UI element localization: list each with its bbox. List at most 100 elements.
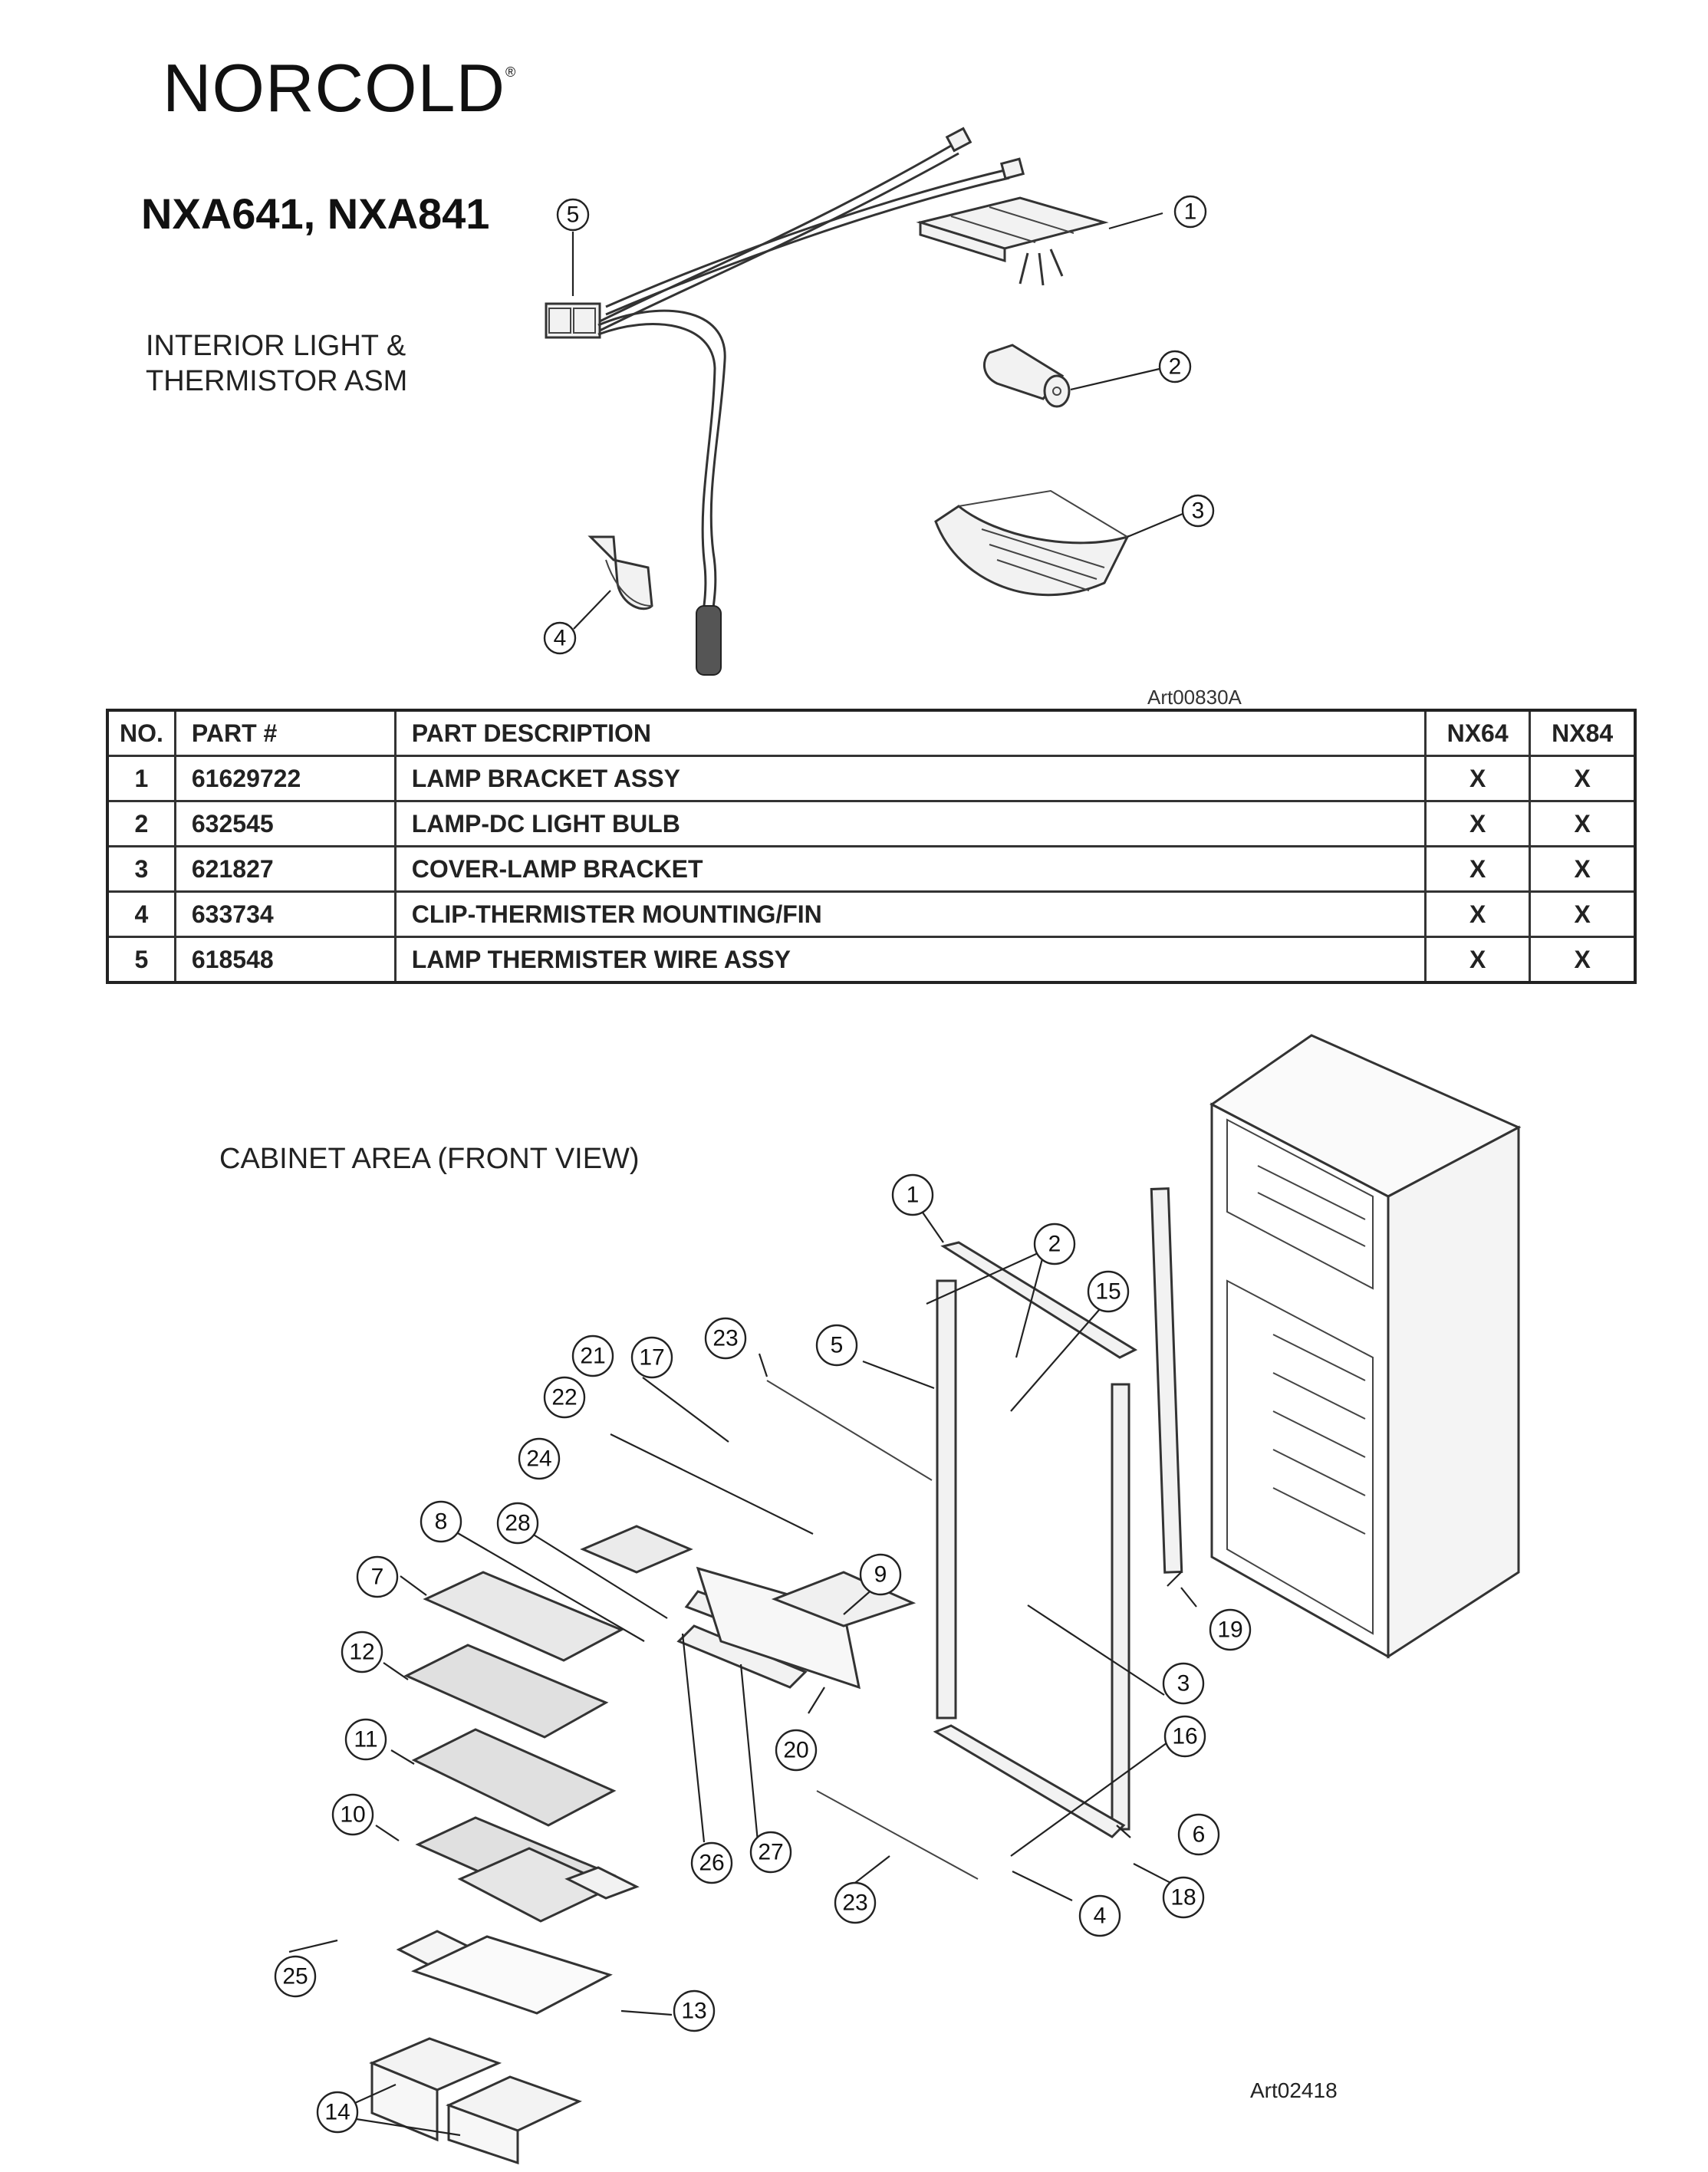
svg-text:14: 14 xyxy=(324,2100,350,2125)
art-id-interior-light: Art00830A xyxy=(1147,686,1242,709)
row-no: 1 xyxy=(106,755,176,802)
callout-18: 18 xyxy=(1162,1876,1205,1919)
callout-3: 3 xyxy=(1181,494,1215,528)
svg-text:2: 2 xyxy=(1169,354,1182,380)
callout-8: 8 xyxy=(420,1500,462,1543)
section-title-line-1: INTERIOR LIGHT & xyxy=(146,330,406,362)
callout-7: 7 xyxy=(356,1555,399,1598)
callout-6: 6 xyxy=(1177,1813,1220,1856)
callout-23-top: 23 xyxy=(704,1317,747,1360)
svg-text:9: 9 xyxy=(874,1562,887,1588)
callout-4: 4 xyxy=(543,621,577,655)
svg-text:3: 3 xyxy=(1192,499,1205,524)
callout-1: 1 xyxy=(891,1173,934,1216)
row-nx64: X xyxy=(1423,890,1532,938)
svg-text:12: 12 xyxy=(349,1640,374,1665)
thermistor-clip-drawing xyxy=(587,535,653,610)
svg-text:1: 1 xyxy=(907,1183,920,1208)
door-frame-parts xyxy=(766,1187,1183,1880)
row-nx84: X xyxy=(1529,755,1637,802)
callout-3: 3 xyxy=(1162,1662,1205,1705)
row-nx64: X xyxy=(1423,936,1532,984)
row-no: 4 xyxy=(106,890,176,938)
svg-text:1: 1 xyxy=(1184,199,1197,225)
lamp-cover-drawing xyxy=(934,489,1130,597)
shelves-drawing xyxy=(369,1525,917,2165)
svg-text:18: 18 xyxy=(1170,1885,1196,1910)
svg-text:11: 11 xyxy=(354,1727,377,1752)
row-description: LAMP THERMISTER WIRE ASSY xyxy=(393,936,1427,984)
svg-text:23: 23 xyxy=(842,1891,867,1916)
row-nx84: X xyxy=(1529,936,1637,984)
cabinet-drawing xyxy=(1209,1034,1522,1659)
callout-4: 4 xyxy=(1078,1894,1121,1937)
svg-text:16: 16 xyxy=(1172,1724,1197,1749)
svg-text:27: 27 xyxy=(758,1840,783,1865)
row-part-number: 632545 xyxy=(173,800,397,847)
callout-23-bottom: 23 xyxy=(834,1881,877,1924)
callout-27: 27 xyxy=(749,1831,792,1874)
header-no: NO. xyxy=(106,709,176,757)
row-nx84: X xyxy=(1529,890,1637,938)
header-part-number: PART # xyxy=(173,709,397,757)
section-title-interior-light: INTERIOR LIGHT & THERMISTOR ASM xyxy=(146,328,407,399)
svg-text:17: 17 xyxy=(639,1345,664,1371)
svg-text:22: 22 xyxy=(551,1385,577,1410)
callout-10: 10 xyxy=(331,1793,374,1836)
header-description: PART DESCRIPTION xyxy=(393,709,1427,757)
callout-15: 15 xyxy=(1087,1270,1130,1313)
wire-harness-drawing xyxy=(545,127,1025,676)
row-no: 5 xyxy=(106,936,176,984)
section-title-line-2: THERMISTOR ASM xyxy=(146,365,408,397)
callout-5: 5 xyxy=(556,198,590,232)
art-id-cabinet-area: Art02418 xyxy=(1250,2078,1338,2102)
row-part-number: 633734 xyxy=(173,890,397,938)
table-row: 4 633734 CLIP-THERMISTER MOUNTING/FIN X … xyxy=(106,890,1637,938)
row-nx84: X xyxy=(1529,800,1637,847)
svg-text:2: 2 xyxy=(1048,1232,1061,1257)
row-part-number: 618548 xyxy=(173,936,397,984)
callout-14: 14 xyxy=(316,2091,359,2134)
callout-1: 1 xyxy=(1173,195,1207,229)
table-header-row: NO. PART # PART DESCRIPTION NX64 NX84 xyxy=(106,709,1637,757)
svg-text:5: 5 xyxy=(567,202,580,228)
row-description: CLIP-THERMISTER MOUNTING/FIN xyxy=(393,890,1427,938)
model-numbers: NXA641, NXA841 xyxy=(141,189,490,238)
svg-text:10: 10 xyxy=(340,1802,365,1828)
callout-11: 11 xyxy=(344,1718,387,1761)
callout-13: 13 xyxy=(673,1989,716,2032)
table-row: 5 618548 LAMP THERMISTER WIRE ASSY X X xyxy=(106,936,1637,984)
callout-26: 26 xyxy=(690,1841,733,1884)
callout-19: 19 xyxy=(1209,1608,1252,1651)
svg-text:24: 24 xyxy=(526,1446,551,1472)
callout-25: 25 xyxy=(274,1955,317,1998)
row-nx64: X xyxy=(1423,800,1532,847)
row-part-number: 621827 xyxy=(173,845,397,893)
section-title-cabinet-area: CABINET AREA (FRONT VIEW) xyxy=(219,1143,640,1175)
interior-light-diagram: 1 2 3 4 5 xyxy=(543,127,1215,676)
table-row: 2 632545 LAMP-DC LIGHT BULB X X xyxy=(106,800,1637,847)
row-description: LAMP BRACKET ASSY xyxy=(393,755,1427,802)
svg-text:4: 4 xyxy=(1094,1904,1107,1929)
row-description: LAMP-DC LIGHT BULB xyxy=(393,800,1427,847)
svg-text:21: 21 xyxy=(580,1344,605,1369)
svg-text:15: 15 xyxy=(1095,1279,1121,1305)
svg-text:8: 8 xyxy=(435,1509,448,1535)
callout-16: 16 xyxy=(1163,1715,1206,1758)
header-nx84: NX84 xyxy=(1529,709,1637,757)
svg-text:6: 6 xyxy=(1193,1822,1206,1848)
row-part-number: 61629722 xyxy=(173,755,397,802)
table-row: 1 61629722 LAMP BRACKET ASSY X X xyxy=(106,755,1637,802)
row-nx64: X xyxy=(1423,755,1532,802)
callout-20: 20 xyxy=(775,1729,818,1772)
svg-text:20: 20 xyxy=(783,1738,808,1763)
table-row: 3 621827 COVER-LAMP BRACKET X X xyxy=(106,845,1637,893)
norcold-logo: NORCOLD® xyxy=(163,49,516,127)
svg-text:25: 25 xyxy=(282,1964,308,1989)
row-no: 3 xyxy=(106,845,176,893)
svg-text:26: 26 xyxy=(699,1851,724,1876)
callout-28: 28 xyxy=(496,1502,539,1545)
row-no: 2 xyxy=(106,800,176,847)
row-nx64: X xyxy=(1423,845,1532,893)
light-bulb-drawing xyxy=(982,344,1071,408)
